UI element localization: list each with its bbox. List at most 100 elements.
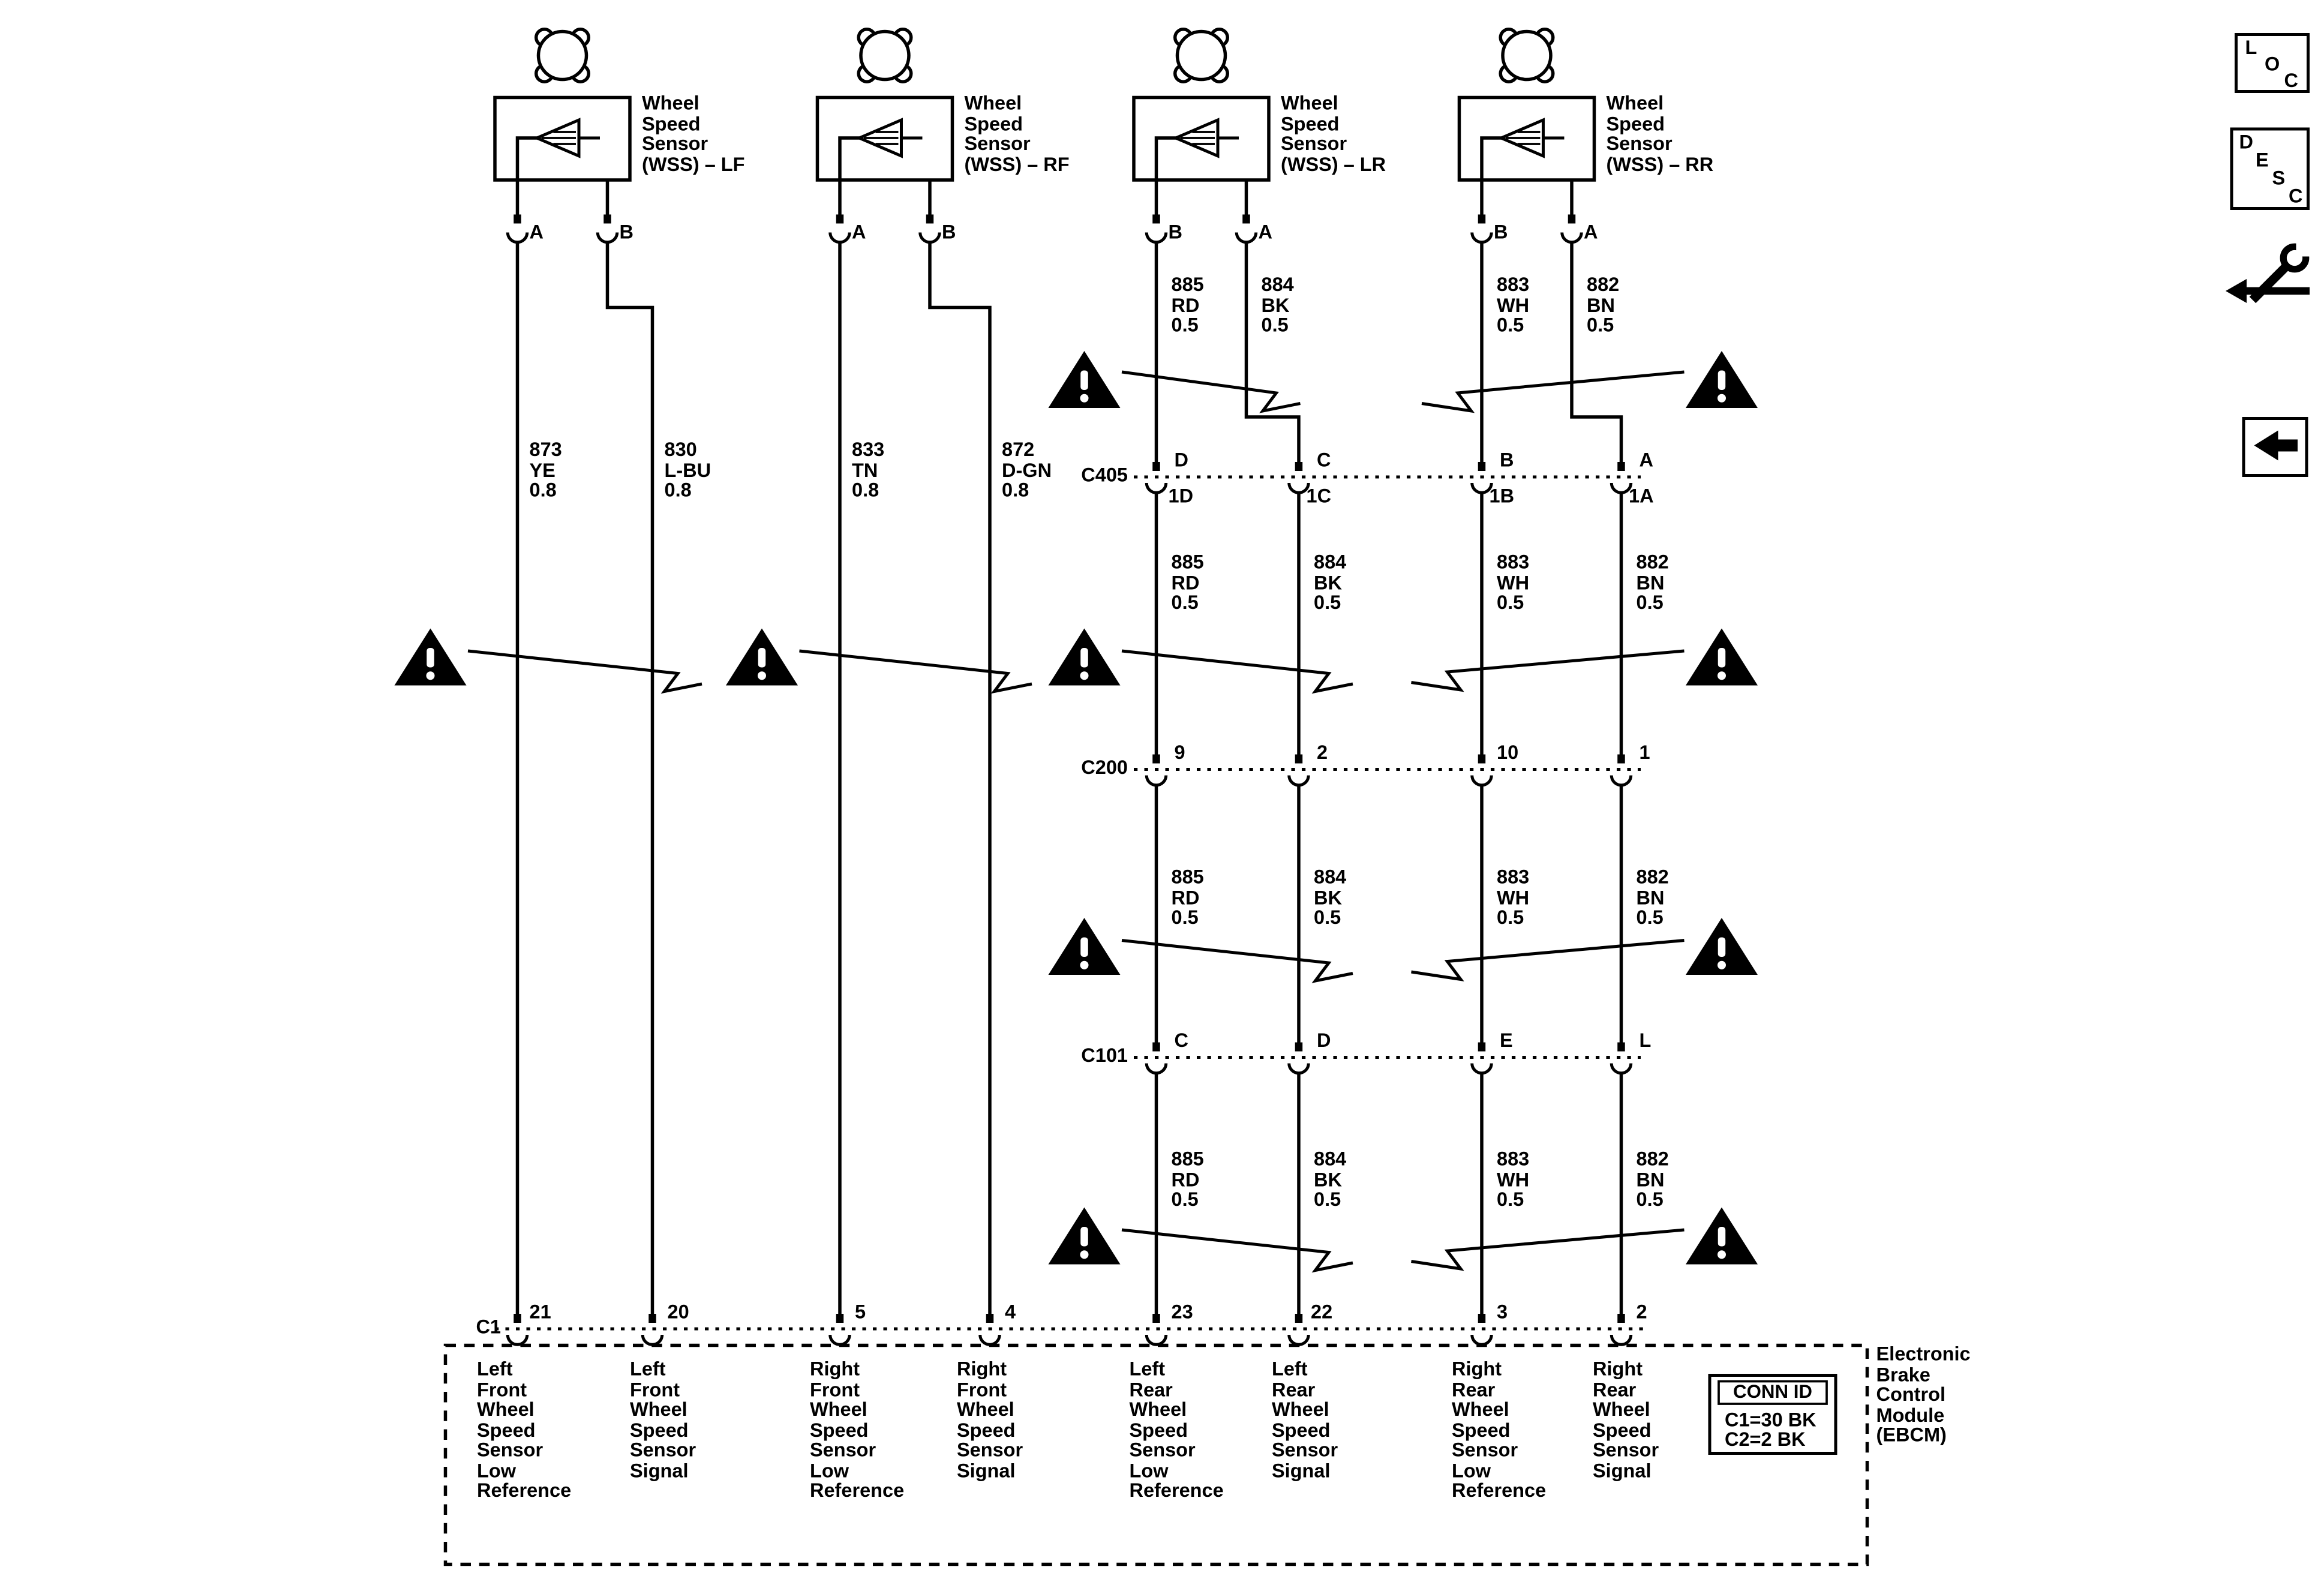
wss-lr-symbol: [1132, 28, 1271, 182]
ebcm-pin-function: Left Rear Wheel Speed Sensor Signal: [1272, 1357, 1338, 1481]
wire-label-885: 885 RD 0.5: [1171, 1147, 1204, 1211]
wire-label-883: 883 WH 0.5: [1497, 550, 1530, 614]
pin-label: 1B: [1489, 484, 1515, 507]
pin-label: C: [1174, 1029, 1188, 1052]
warning-icon: [1685, 628, 1758, 686]
ebcm-pin-function: Right Front Wheel Speed Sensor Low Refer…: [810, 1357, 905, 1502]
pin-label: C: [1317, 448, 1331, 471]
wire-label-885: 885 RD 0.5: [1171, 550, 1204, 614]
terminal-letter: B: [1168, 220, 1182, 243]
desc-button[interactable]: D E S C: [2230, 127, 2310, 210]
pin-label: 3: [1497, 1300, 1508, 1323]
sensor-terminal-stubs: [515, 180, 1574, 215]
connector-name-c200: C200: [1081, 756, 1128, 779]
wire-872-dgn: [928, 242, 992, 1314]
wire-label-830: 830 L-BU 0.8: [664, 438, 711, 501]
circuit-wires: [515, 242, 1623, 1314]
wire-882-bn: [1570, 242, 1623, 1314]
desc-letter: D: [2239, 130, 2253, 153]
pin-label: 2: [1317, 741, 1328, 764]
wire-label-884: 884 BK 0.5: [1314, 865, 1347, 929]
wire-label-882: 882 BN 0.5: [1636, 1147, 1669, 1211]
pin-label: 9: [1174, 741, 1185, 764]
wire-label-883: 883 WH 0.5: [1497, 273, 1530, 336]
twisted-pair-lines: [467, 370, 1685, 1273]
wss-lf-symbol: [493, 28, 632, 182]
wire-label-882: 882 BN 0.5: [1636, 865, 1669, 929]
terminal-letter: B: [619, 220, 633, 243]
wire-label-885: 885 RD 0.5: [1171, 273, 1204, 336]
pin-label: E: [1500, 1029, 1513, 1052]
repair-wrench-button[interactable]: [2223, 237, 2316, 309]
pin-label: 23: [1171, 1300, 1193, 1323]
loc-letter: L: [2245, 36, 2257, 59]
terminal-letter: B: [1494, 220, 1508, 243]
connector-name-c1: C1: [476, 1315, 501, 1338]
terminal-letter: B: [942, 220, 956, 243]
back-button[interactable]: [2242, 417, 2308, 477]
wire-label-884: 884 BK 0.5: [1314, 1147, 1347, 1211]
loc-letter: C: [2284, 69, 2298, 92]
ebcm-pin-function: Left Rear Wheel Speed Sensor Low Referen…: [1129, 1357, 1224, 1502]
warning-icon: [1048, 628, 1121, 686]
pin-label: D: [1174, 448, 1188, 471]
wire-label-873: 873 YE 0.8: [529, 438, 562, 501]
pin-label: D: [1317, 1029, 1331, 1052]
conn-id-box: [1708, 1373, 1837, 1455]
sensor-label-lr: Wheel Speed Sensor (WSS) – LR: [1281, 91, 1386, 175]
terminal-letter: A: [1584, 220, 1598, 243]
desc-letter: S: [2272, 166, 2286, 189]
pin-label: 21: [529, 1300, 551, 1323]
warning-icon: [394, 628, 467, 686]
wire-label-884: 884 BK 0.5: [1261, 273, 1294, 336]
pin-label: 1: [1639, 741, 1650, 764]
ebcm-pin-function: Right Front Wheel Speed Sensor Signal: [957, 1357, 1023, 1481]
sensor-label-rf: Wheel Speed Sensor (WSS) – RF: [964, 91, 1070, 175]
pin-label: 10: [1497, 741, 1519, 764]
wss-rf-symbol: [815, 28, 954, 182]
wire-884-bk: [1244, 242, 1301, 1314]
wire-label-872: 872 D-GN 0.8: [1002, 438, 1052, 501]
wire-label-883: 883 WH 0.5: [1497, 1147, 1530, 1211]
wire-830-lbu: [605, 242, 654, 1314]
ebcm-pin-function: Right Rear Wheel Speed Sensor Low Refere…: [1452, 1357, 1547, 1502]
sensor-label-rr: Wheel Speed Sensor (WSS) – RR: [1606, 91, 1714, 175]
sensor-label-lf: Wheel Speed Sensor (WSS) – LF: [642, 91, 745, 175]
warning-icon: [1685, 1207, 1758, 1265]
wire-label-884: 884 BK 0.5: [1314, 550, 1347, 614]
ebcm-name: Electronic Brake Control Module (EBCM): [1876, 1342, 1971, 1446]
pin-label: 1D: [1168, 484, 1194, 507]
pin-label: L: [1639, 1029, 1652, 1052]
conn-id-title: CONN ID: [1733, 1381, 1812, 1403]
terminal-letter: A: [852, 220, 866, 243]
loc-letter: O: [2265, 52, 2280, 75]
terminal-letter: A: [529, 220, 544, 243]
wire-label-833: 833 TN 0.8: [852, 438, 885, 501]
pin-label: A: [1639, 448, 1653, 471]
ebcm-pin-function: Left Front Wheel Speed Sensor Signal: [630, 1357, 696, 1481]
conn-id-row: C2=2 BK: [1725, 1428, 1806, 1451]
warning-icon: [1685, 917, 1758, 975]
pin-label: B: [1500, 448, 1514, 471]
wrench-arrow-icon: [2226, 241, 2316, 304]
loc-button[interactable]: L O C: [2235, 33, 2310, 93]
pin-label: 1C: [1306, 484, 1332, 507]
wire-label-885: 885 RD 0.5: [1171, 865, 1204, 929]
connector-name-c405: C405: [1081, 463, 1128, 486]
pin-label: 5: [855, 1300, 866, 1323]
back-arrow-icon: [2254, 430, 2298, 461]
pin-label: 2: [1636, 1300, 1647, 1323]
ebcm-pin-function: Left Front Wheel Speed Sensor Low Refere…: [477, 1357, 572, 1502]
wire-label-883: 883 WH 0.5: [1497, 865, 1530, 929]
wss-rr-symbol: [1457, 28, 1596, 182]
warning-icon: [1685, 350, 1758, 408]
conn-id-row: C1=30 BK: [1725, 1408, 1816, 1431]
pin-label: 22: [1311, 1300, 1333, 1323]
pin-label: 20: [667, 1300, 689, 1323]
wire-label-882: 882 BN 0.5: [1587, 273, 1620, 336]
warning-icon: [725, 628, 798, 686]
warning-icon: [1048, 350, 1121, 408]
terminal-letter: A: [1258, 220, 1272, 243]
ebcm-pin-function: Right Rear Wheel Speed Sensor Signal: [1593, 1357, 1659, 1481]
